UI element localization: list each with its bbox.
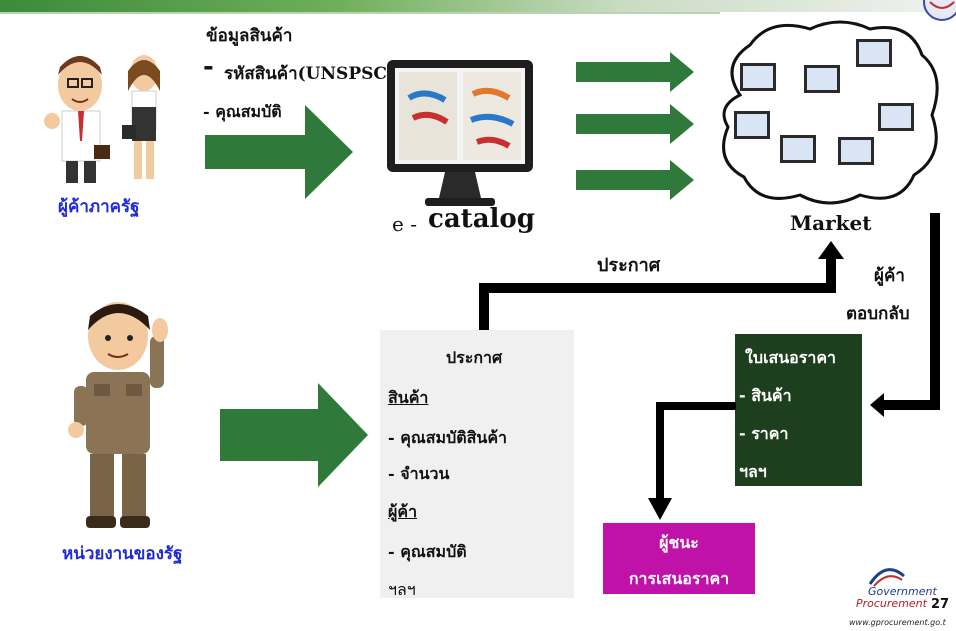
header-gradient-bar <box>0 0 956 12</box>
announcement-title: ประกาศ <box>446 348 503 367</box>
winner-line1: ผู้ชนะ <box>659 533 699 552</box>
arrow-catalog-market-1 <box>576 52 694 92</box>
announcement-quantity: - จำนวน <box>388 464 450 483</box>
page-number: 27 <box>931 597 950 612</box>
announcement-product-props: - คุณสมบัติสินค้า <box>388 428 508 447</box>
supplier-label: ผู้ค้าภาครัฐ <box>58 197 140 217</box>
emblem-icon <box>923 0 956 21</box>
logo-line2: Procurement <box>856 597 927 610</box>
ecatalog-monitor-icon <box>387 60 533 206</box>
product-code-bullet: - <box>203 52 214 82</box>
market-label: Market <box>790 211 872 235</box>
ecatalog-prefix: e - <box>392 212 417 236</box>
footer-url: www.gprocurement.go.t <box>849 618 946 627</box>
arrowhead-to-market <box>818 241 844 259</box>
ecatalog-label: catalog <box>428 204 535 234</box>
announcement-products-heading: สินค้า <box>388 388 429 407</box>
announce-flow-label: ประกาศ <box>597 255 661 276</box>
flow-lines <box>479 213 940 417</box>
flow-quote-to-winner <box>648 402 736 520</box>
arrow-supplier-to-catalog <box>205 105 353 199</box>
quotation-etc: ฯลฯ <box>739 462 767 481</box>
quotation-box: ใบเสนอราคา - สินค้า - ราคา ฯลฯ <box>735 334 862 486</box>
quotation-item-product: - สินค้า <box>739 386 792 405</box>
response-label-line2: ตอบกลับ <box>846 304 910 324</box>
announcement-etc: ฯลฯ <box>388 580 416 599</box>
announcement-supplier-props: - คุณสมบัติ <box>388 542 467 561</box>
quotation-item-price: - ราคา <box>739 424 789 443</box>
response-label-line1: ผู้ค้า <box>874 266 905 286</box>
market-cloud-icon <box>722 20 939 205</box>
winner-line2: การเสนอราคา <box>628 569 730 588</box>
supplier-people-illustration <box>44 55 160 183</box>
announcement-box: ประกาศ สินค้า - คุณสมบัติสินค้า - จำนวน … <box>380 330 574 599</box>
header-divider <box>0 12 720 14</box>
product-code-label: รหัสสินค้า(UNSPSC) <box>224 64 395 84</box>
winner-box: ผู้ชนะ การเสนอราคา <box>603 523 755 594</box>
arrows-catalog-to-market <box>576 52 694 200</box>
logo-line1: Government <box>868 585 937 598</box>
arrow-agency-to-announcement <box>220 383 368 487</box>
arrowhead-to-winner <box>648 498 672 520</box>
product-properties: - คุณสมบัติ <box>203 102 282 121</box>
arrow-catalog-market-2 <box>576 104 694 144</box>
announcement-suppliers-heading: ผู้ค้า <box>388 502 418 521</box>
agency-label: หน่วยงานของรัฐ <box>62 544 183 564</box>
government-procurement-logo-icon <box>868 568 905 587</box>
quotation-title: ใบเสนอราคา <box>745 348 837 367</box>
agency-officer-illustration <box>68 302 168 528</box>
arrowhead-to-quotation <box>870 393 884 417</box>
arrow-catalog-market-3 <box>576 160 694 200</box>
product-info-title: ข้อมูลสินค้า <box>206 26 293 46</box>
